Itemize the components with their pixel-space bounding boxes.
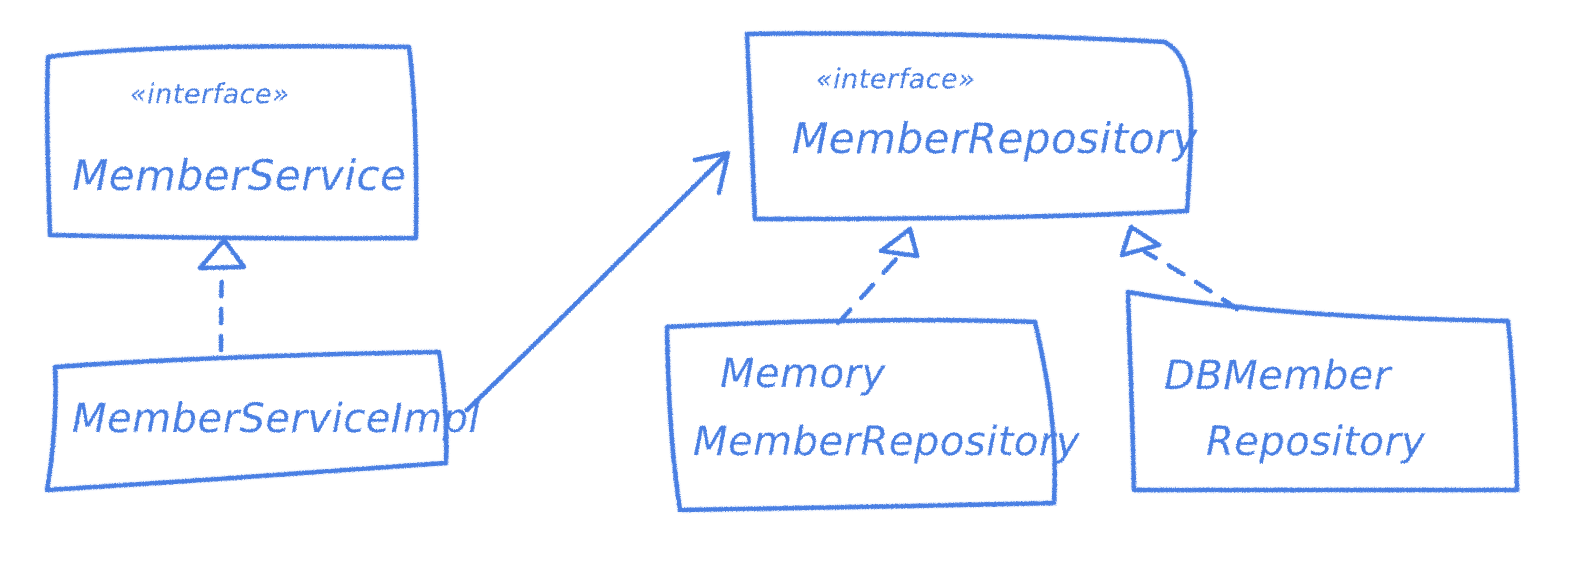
member-repository-box-outline xyxy=(744,31,1194,222)
association-line xyxy=(464,150,731,413)
realization-member-service-impl-to-member-service xyxy=(197,237,247,353)
memory-member-repository-line2: MemberRepository xyxy=(693,419,1081,465)
member-repository-stereotype: «interface» xyxy=(816,64,975,95)
member-repository-name: MemberRepository xyxy=(792,114,1199,163)
realization-db-member-repository-to-member-repository xyxy=(1119,224,1240,312)
member-service-impl-box-outline xyxy=(44,349,449,493)
db-member-repository-node: DBMember Repository xyxy=(1124,288,1521,494)
member-service-name: MemberService xyxy=(72,151,406,200)
realization-arrow-memory xyxy=(878,226,920,259)
realization-arrow-db xyxy=(1119,224,1162,258)
realization-line-memory xyxy=(835,255,900,326)
member-service-node: «interface» MemberService xyxy=(43,42,420,242)
member-service-impl-node: MemberServiceImpl xyxy=(43,348,480,494)
db-member-repository-line1: DBMember xyxy=(1164,353,1393,399)
member-service-impl-name: MemberServiceImpl xyxy=(72,396,480,442)
realization-arrow-member-service xyxy=(197,237,247,271)
memory-member-repository-box xyxy=(663,316,1059,514)
memory-member-repository-box-outline xyxy=(664,317,1058,513)
association-arrow-head xyxy=(692,150,731,196)
member-service-stereotype: «interface» xyxy=(130,79,289,110)
memory-member-repository-line1: Memory xyxy=(720,351,887,397)
member-service-box xyxy=(43,42,420,242)
db-member-repository-box-outline xyxy=(1125,289,1520,493)
member-repository-node: «interface» MemberRepository xyxy=(743,29,1199,223)
realization-memory-member-repository-to-member-repository xyxy=(835,226,920,326)
association-member-service-impl-to-member-repository xyxy=(464,150,731,413)
db-member-repository-line2: Repository xyxy=(1206,419,1426,465)
realization-line-member-service xyxy=(218,269,225,353)
memory-member-repository-node: Memory MemberRepository xyxy=(663,316,1081,514)
realization-line-db xyxy=(1142,249,1240,312)
member-service-box-outline xyxy=(44,44,419,241)
